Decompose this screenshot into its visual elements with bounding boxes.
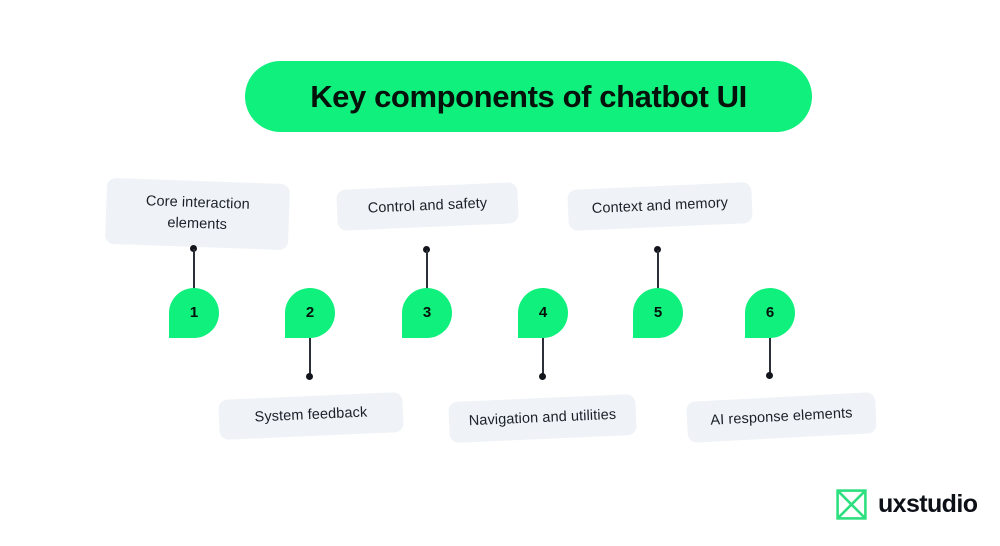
connector-dot-2 [306,373,313,380]
marker-1[interactable]: 1 [169,288,219,338]
marker-6[interactable]: 6 [745,288,795,338]
connector-dot-3 [423,246,430,253]
label-card-2-text: System feedback [254,405,368,426]
connector-line-5 [657,250,659,289]
label-card-1: Core interaction elements [104,177,291,251]
label-card-5-text: Context and memory [591,195,729,217]
connector-line-6 [769,338,771,374]
brand-logo: uxstudio [836,489,978,520]
uxstudio-bowtie-icon [836,489,867,520]
connector-dot-5 [654,246,661,253]
page-title-pill: Key components of chatbot UI [245,61,812,132]
label-card-5: Context and memory [567,182,753,231]
marker-2-number: 2 [305,303,315,321]
connector-line-3 [426,250,428,289]
marker-3-number: 3 [422,303,432,321]
label-card-3: Control and safety [336,182,519,231]
marker-5[interactable]: 5 [633,288,683,338]
label-card-1-text: Core interaction elements [145,193,251,234]
connector-dot-4 [539,373,546,380]
page-title: Key components of chatbot UI [310,78,747,114]
connector-dot-1 [190,245,197,252]
marker-5-number: 5 [653,303,663,321]
label-card-3-text: Control and safety [367,195,488,217]
connector-dot-6 [766,372,773,379]
marker-3[interactable]: 3 [402,288,452,338]
marker-4[interactable]: 4 [518,288,568,338]
label-card-4: Navigation and utilities [448,393,637,444]
marker-6-number: 6 [765,303,775,321]
connector-line-2 [309,338,311,374]
label-card-6: AI response elements [686,392,877,443]
connector-line-4 [542,338,544,374]
brand-name: uxstudio [878,490,978,518]
marker-4-number: 4 [538,303,548,321]
label-card-2: System feedback [218,392,404,440]
marker-2[interactable]: 2 [285,288,335,338]
label-card-6-text: AI response elements [710,405,853,429]
marker-1-number: 1 [189,303,199,321]
connector-line-1 [193,249,195,289]
label-card-4-text: Navigation and utilities [468,406,617,430]
